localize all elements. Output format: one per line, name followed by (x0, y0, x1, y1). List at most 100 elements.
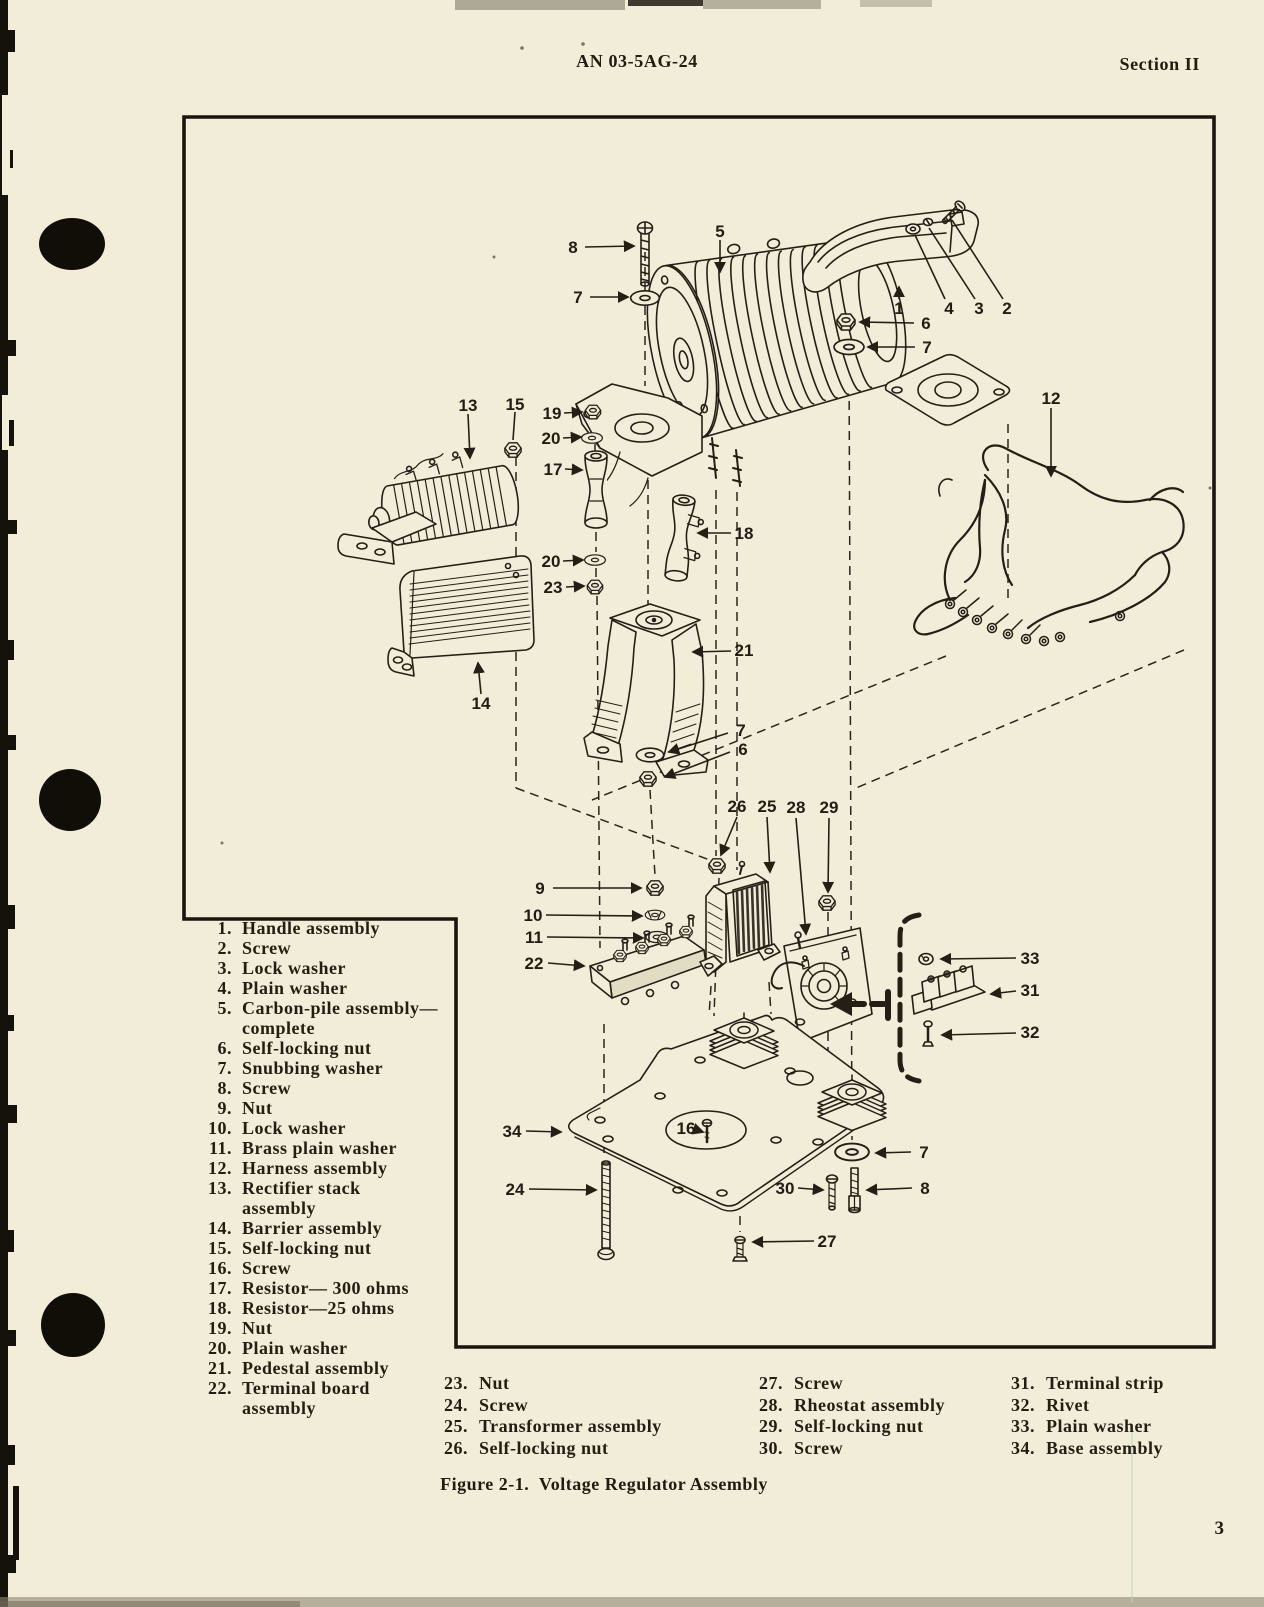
part-self-locking-nut-15 (504, 442, 522, 458)
parts-list-entry: 8.Screw (217, 1078, 292, 1098)
part-barrier-assembly (387, 555, 535, 677)
parts-list-entry: 5.Carbon-pile assembly— (217, 998, 439, 1018)
callout-6-top: 6 (921, 314, 930, 333)
parts-list-entry: 30.Screw (759, 1437, 844, 1458)
part-terminal-board (589, 914, 707, 1006)
header-document-number: AN 03-5AG-24 (576, 51, 698, 71)
callout-5: 5 (715, 222, 724, 241)
part-screw-8-top (636, 221, 654, 287)
callout-7-bottom: 7 (919, 1143, 928, 1162)
parts-list-entry: 4.Plain washer (217, 978, 348, 998)
callout-13: 13 (459, 396, 478, 415)
part-screw-8-bottom (848, 1167, 861, 1214)
part-screw-30 (825, 1174, 839, 1211)
part-handle-assembly (802, 208, 979, 293)
callout-8-top: 8 (568, 238, 577, 257)
callout-21: 21 (735, 641, 754, 660)
parts-list-entry: 31.Terminal strip (1011, 1373, 1164, 1393)
part-lock-washer-10 (644, 909, 666, 921)
parts-list-entry: 25.Transformer assembly (444, 1416, 662, 1436)
parts-list-column-2: 23.Nut 24.Screw 25.Transformer assembly … (430, 1373, 662, 1459)
callout-32: 32 (1021, 1023, 1040, 1042)
parts-list-entry: 32.Rivet (1011, 1394, 1090, 1415)
part-plain-washer-4 (905, 223, 921, 235)
parts-list-entry: 12.Harness assembly (208, 1158, 388, 1178)
callout-16: 16 (677, 1119, 696, 1138)
callout-7-topleft: 7 (573, 288, 582, 307)
callout-14: 14 (472, 694, 491, 713)
callout-33: 33 (1021, 949, 1040, 968)
callout-34: 34 (503, 1122, 522, 1141)
parts-list-entry: 22.Terminal board (208, 1378, 370, 1398)
callout-24: 24 (506, 1180, 525, 1199)
parts-list-entry: 17.Resistor— 300 ohms (208, 1278, 409, 1298)
callout-leader-lines (463, 219, 1057, 1248)
callout-25: 25 (758, 797, 777, 816)
callout-7-pedestal: 7 (736, 721, 745, 740)
part-nut-23 (586, 579, 604, 595)
parts-list-entry: 2.Screw (217, 938, 292, 958)
figure-border (182, 115, 1216, 1349)
callout-22: 22 (525, 954, 544, 973)
parts-list-entry: 6.Self-locking nut (217, 1038, 372, 1058)
parts-list-entry: 3.Lock washer (217, 958, 346, 978)
part-rivet-32 (922, 1020, 934, 1047)
carbon-pile-right-mount (884, 353, 1011, 426)
part-rectifier-stack (337, 451, 520, 565)
part-self-locking-nut-6a (836, 313, 856, 331)
parts-list-entry: assembly (242, 1198, 317, 1218)
part-nut-19 (584, 404, 602, 420)
callout-27: 27 (818, 1232, 837, 1251)
callout-18: 18 (735, 524, 754, 543)
parts-list-entry: 19.Nut (208, 1318, 273, 1338)
parts-list-entry: 21.Pedestal assembly (208, 1358, 389, 1378)
parts-list-entry: 15.Self-locking nut (208, 1238, 372, 1258)
part-harness-assembly (913, 444, 1185, 647)
callout-6-pedestal: 6 (738, 740, 747, 759)
parts-list-entry: complete (242, 1018, 315, 1038)
callout-30: 30 (776, 1179, 795, 1198)
part-lock-washer-3 (922, 217, 934, 227)
callout-11: 11 (525, 928, 543, 947)
callout-4: 4 (944, 299, 954, 318)
callout-29: 29 (820, 798, 839, 817)
part-plain-washer-20a (580, 432, 604, 444)
callout-26: 26 (728, 797, 747, 816)
parts-list-column-1: 1.Handle assembly 2.Screw 3.Lock washer … (196, 918, 438, 1418)
parts-list-entry: 16.Screw (208, 1258, 292, 1278)
part-screw-24 (597, 1160, 615, 1261)
part-self-locking-nut-6b (639, 771, 657, 787)
part-base-assembly (567, 1014, 885, 1212)
inset-detail-group (830, 912, 986, 1084)
callout-20-upper: 20 (542, 429, 561, 448)
part-plain-washer-33 (918, 952, 934, 966)
callout-17: 17 (544, 460, 563, 479)
callout-15: 15 (506, 395, 525, 414)
part-snubbing-washer-7d (834, 1142, 870, 1162)
parts-list-entry: 27.Screw (759, 1373, 844, 1393)
header-section: Section II (1119, 54, 1200, 74)
callout-12: 12 (1042, 389, 1061, 408)
callout-9: 9 (535, 879, 544, 898)
part-screw-16 (701, 1118, 713, 1144)
part-self-locking-nut-29 (818, 895, 836, 911)
figure-caption: Figure 2-1. Voltage Regulator Assembly (440, 1474, 768, 1494)
callout-19: 19 (543, 404, 562, 423)
parts-list-entry: assembly (242, 1398, 317, 1418)
parts-list-entry: 20.Plain washer (208, 1338, 348, 1358)
parts-list-entry: 24.Screw (444, 1394, 529, 1415)
parts-list-column-4: 31.Terminal strip 32.Rivet 33.Plain wash… (997, 1373, 1164, 1459)
part-terminal-strip-31 (911, 965, 986, 1015)
parts-list-entry: 29.Self-locking nut (759, 1416, 924, 1436)
parts-list-entry: 10.Lock washer (208, 1118, 346, 1138)
callout-1: 1 (894, 299, 903, 318)
parts-list-entry: 33.Plain washer (1011, 1416, 1152, 1436)
part-snubbing-washer-7b (833, 338, 865, 356)
callout-28: 28 (787, 798, 806, 817)
parts-list-column-3: 27.Screw 28.Rheostat assembly 29.Self-lo… (745, 1373, 945, 1459)
part-snubbing-washer-7a (629, 289, 661, 307)
part-screw-27 (732, 1235, 748, 1262)
